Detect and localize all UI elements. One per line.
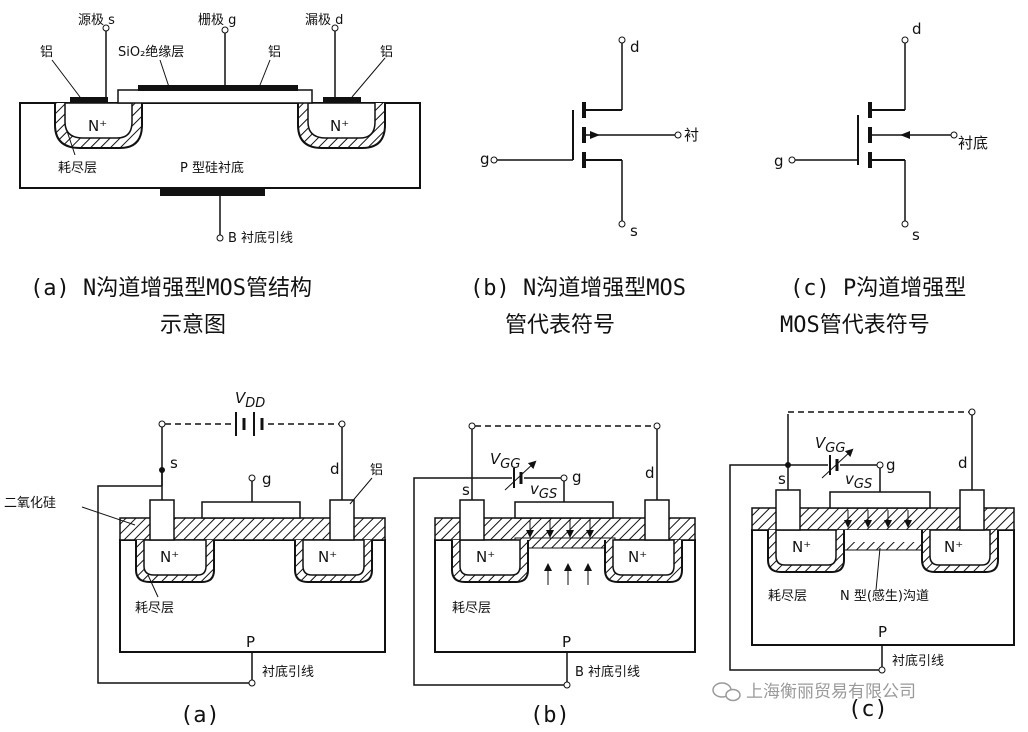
top-a-al-right: 铝 — [380, 45, 393, 60]
top-b-nmos-symbol — [490, 36, 682, 228]
top-a-sio2-label: SiO₂绝缘层 — [118, 44, 184, 60]
top-a-caption-line1: (a) N沟道增强型MOS管结构 — [30, 276, 312, 301]
top-a-n-right: N⁺ — [330, 117, 349, 135]
top-a-n-left: N⁺ — [88, 117, 107, 135]
bottom-b-bulk-label: B 衬底引线 — [575, 664, 640, 680]
bottom-c-n-right: N⁺ — [944, 538, 963, 556]
top-c-pmos-symbol — [788, 36, 958, 228]
bottom-a-vdd-label: VDD — [235, 389, 265, 411]
bottom-b-depletion-label: 耗尽层 — [452, 601, 491, 616]
top-c-d-label: d — [912, 20, 922, 38]
bottom-b-structure — [413, 422, 696, 689]
bottom-b-p-label: P — [562, 633, 571, 651]
bottom-a-structure — [81, 412, 386, 687]
top-b-d-label: d — [630, 38, 640, 56]
bottom-b-caption: (b) — [530, 703, 570, 728]
bottom-c-vgg-label: VGG — [815, 434, 845, 456]
top-b-s-label: s — [630, 222, 638, 240]
bottom-c-g-label: g — [886, 456, 896, 474]
wechat-icon — [712, 682, 741, 702]
top-a-structure — [19, 24, 421, 242]
top-a-substrate-label: P 型硅衬底 — [180, 160, 244, 176]
top-c-caption-line2: MOS管代表符号 — [780, 313, 930, 338]
bottom-a-oxide-label: 二氧化硅 — [4, 496, 56, 511]
top-c-s-label: s — [912, 226, 920, 244]
top-c-caption-line1: (c) P沟道增强型 — [790, 276, 966, 301]
top-a-al-mid: 铝 — [268, 45, 281, 60]
bottom-c-p-label: P — [878, 623, 887, 641]
bottom-b-d-label: d — [645, 464, 655, 482]
top-c-body-label: 衬底 — [958, 134, 988, 152]
top-a-source-label: 源极 s — [78, 13, 115, 28]
bottom-a-al-label: 铝 — [370, 463, 383, 478]
bottom-c-bulk-label: 衬底引线 — [892, 653, 944, 669]
top-a-bulk-label: B 衬底引线 — [228, 230, 293, 246]
bottom-b-n-left: N⁺ — [476, 548, 495, 566]
top-a-caption-line2: 示意图 — [160, 313, 226, 338]
top-c-g-label: g — [774, 152, 784, 170]
bottom-a-d-label: d — [330, 460, 340, 478]
bottom-c-structure — [729, 408, 1015, 674]
bottom-a-p-label: P — [246, 633, 255, 651]
bottom-c-s-label: s — [778, 470, 786, 488]
bottom-c-channel-label: N 型(感生)沟道 — [840, 588, 929, 604]
bottom-c-d-label: d — [958, 454, 968, 472]
top-a-gate-label: 栅极 g — [198, 13, 236, 28]
bottom-c-caption: (c) — [848, 697, 888, 722]
bottom-b-n-right: N⁺ — [628, 548, 647, 566]
bottom-a-n-left: N⁺ — [160, 548, 179, 566]
bottom-b-s-label: s — [462, 481, 470, 499]
top-a-al-left: 铝 — [40, 45, 53, 60]
top-b-body-label: 衬 — [684, 126, 699, 144]
bottom-a-s-label: s — [170, 454, 178, 472]
top-b-g-label: g — [480, 150, 490, 168]
bottom-a-depletion-label: 耗尽层 — [135, 601, 174, 616]
bottom-c-vgs-label: vGS — [845, 470, 872, 492]
top-b-caption-line1: (b) N沟道增强型MOS — [470, 276, 686, 301]
bottom-c-n-left: N⁺ — [792, 538, 811, 556]
bottom-b-g-label: g — [572, 468, 582, 486]
bottom-a-bulk-label: 衬底引线 — [262, 664, 314, 680]
bottom-b-vgs-label: vGS — [530, 480, 557, 502]
bottom-a-g-label: g — [262, 470, 272, 488]
top-a-drain-label: 漏极 d — [305, 12, 343, 28]
bottom-b-vgg-label: VGG — [490, 450, 520, 472]
watermark-text: 上海衡丽贸易有限公司 — [746, 682, 916, 702]
bottom-a-caption: (a) — [180, 703, 220, 728]
top-a-depletion-label: 耗尽层 — [58, 161, 97, 176]
top-b-caption-line2: 管代表符号 — [505, 313, 615, 338]
bottom-c-depletion-label: 耗尽层 — [768, 589, 807, 604]
bottom-a-n-right: N⁺ — [318, 548, 337, 566]
